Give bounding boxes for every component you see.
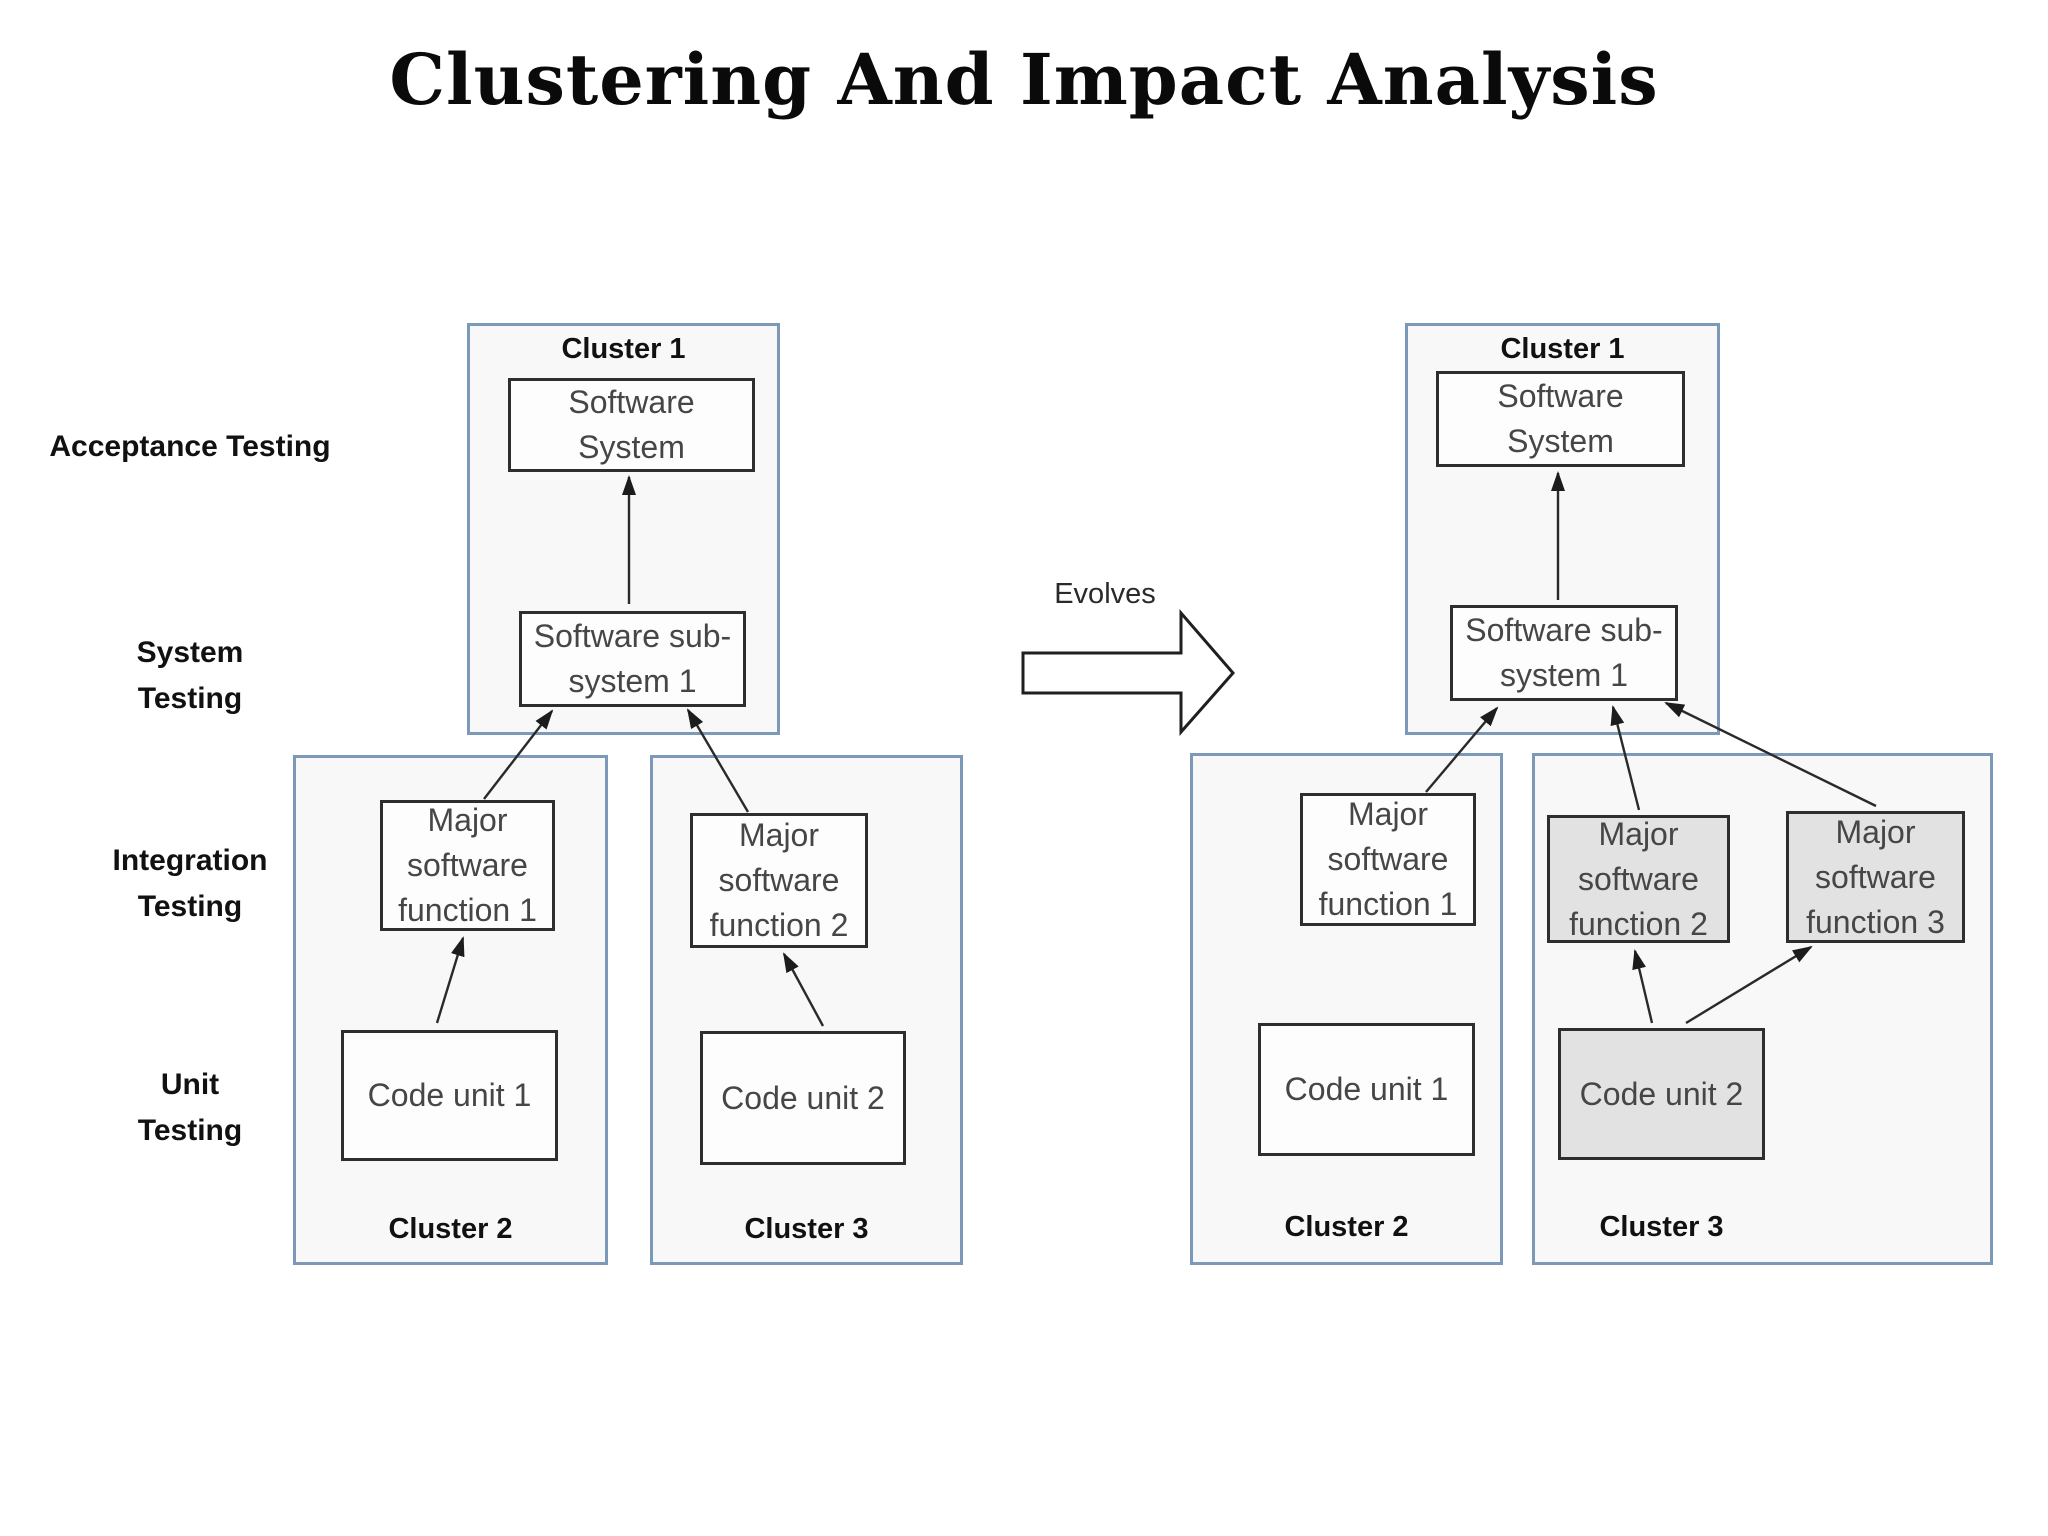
box-text-line: function 1 (398, 892, 537, 928)
right-code-unit1-box: Code unit 1 (1258, 1023, 1475, 1156)
page-title: Clustering And Impact Analysis (389, 38, 1659, 121)
left-cluster1-title: Cluster 1 (561, 333, 686, 365)
box-text-line: software (1815, 858, 1936, 895)
right-cluster1-title: Cluster 1 (1500, 333, 1625, 365)
box-text-line: Software sub- (533, 618, 732, 654)
left-major-function2-box: Major software function 2 (690, 813, 868, 948)
right-code-unit2-box: Code unit 2 (1558, 1028, 1765, 1160)
box-text-line: Major (1835, 813, 1916, 850)
right-software-subsystem1-box: Software sub- system 1 (1450, 605, 1678, 701)
left-code-unit2-box: Code unit 2 (700, 1031, 906, 1165)
right-cluster3-title: Cluster 3 (1599, 1211, 1724, 1243)
left-major-function1-box: Major software function 1 (380, 800, 555, 931)
evolves-arrow-icon (1021, 608, 1235, 736)
left-software-system-box: Software System (508, 378, 755, 472)
right-cluster2-title: Cluster 2 (1284, 1211, 1409, 1243)
row-label-line: System (136, 636, 244, 669)
box-text-line: Major (738, 817, 819, 853)
box-text-line: software (1327, 841, 1449, 877)
right-cluster3-panel: Major software function 2 Major software… (1532, 753, 1993, 1265)
box-text-line: Software sub- (1465, 612, 1663, 648)
left-cluster1-panel: Cluster 1 Software System Software sub- … (467, 323, 780, 735)
box-text-line: function 2 (1569, 905, 1708, 942)
row-label-unit-testing: Unit Testing (40, 1062, 340, 1154)
row-label-line: Testing (137, 682, 243, 715)
left-cluster3-panel: Major software function 2 Code unit 2 Cl… (650, 755, 963, 1265)
right-cluster2-panel: Major software function 1 Code unit 1 Cl… (1190, 753, 1503, 1265)
row-label-system-testing: System Testing (40, 630, 340, 722)
left-cluster2-title: Cluster 2 (388, 1213, 513, 1245)
box-text-line: Major (427, 802, 508, 838)
box-text-line: Code unit 1 (367, 1077, 532, 1113)
box-text-line: System (1507, 423, 1614, 459)
row-label-acceptance-testing: Acceptance Testing (40, 424, 340, 470)
box-text-line: Code unit 1 (1284, 1071, 1449, 1107)
row-label-line: Testing (137, 890, 243, 923)
box-text-line: system 1 (1499, 657, 1629, 693)
left-software-subsystem1-box: Software sub- system 1 (519, 611, 746, 707)
row-label-integration-testing: Integration Testing (40, 838, 340, 930)
evolves-label: Evolves (1054, 578, 1156, 610)
box-text-line: function 2 (709, 907, 849, 943)
right-major-function1-box: Major software function 1 (1300, 793, 1476, 926)
box-text-line: software (407, 847, 528, 883)
box-text-line: Major (1347, 796, 1428, 832)
left-cluster3-title: Cluster 3 (744, 1213, 869, 1245)
right-software-system-box: Software System (1436, 371, 1685, 467)
row-label-line: Testing (137, 1114, 243, 1147)
right-major-function3-box: Major software function 3 (1786, 811, 1965, 943)
box-text-line: function 3 (1806, 903, 1945, 940)
box-text-line: system 1 (568, 663, 697, 699)
box-text-line: Software (568, 384, 695, 420)
box-text-line: Code unit 2 (721, 1079, 885, 1116)
box-text-line: software (718, 862, 840, 898)
right-cluster1-panel: Cluster 1 Software System Software sub- … (1405, 323, 1720, 735)
row-label-line: Acceptance Testing (49, 430, 331, 463)
left-cluster2-panel: Major software function 1 Code unit 1 Cl… (293, 755, 608, 1265)
box-text-line: Major (1598, 815, 1679, 852)
row-label-line: Integration (112, 844, 268, 877)
row-label-line: Unit (160, 1068, 220, 1101)
box-text-line: function 1 (1318, 886, 1458, 922)
left-code-unit1-box: Code unit 1 (341, 1030, 558, 1161)
box-text-line: Software (1497, 378, 1624, 414)
box-text-line: software (1578, 860, 1699, 897)
right-major-function2-box: Major software function 2 (1547, 815, 1730, 943)
box-text-line: Code unit 2 (1579, 1075, 1744, 1112)
box-text-line: System (578, 429, 685, 465)
